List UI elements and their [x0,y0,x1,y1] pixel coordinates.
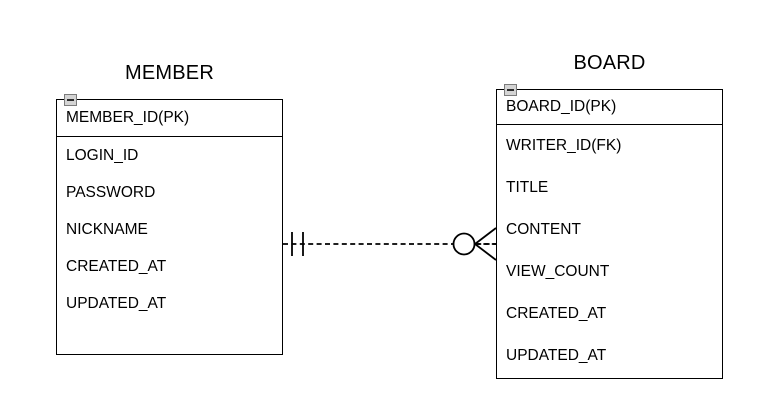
attribute-row[interactable]: TITLE [506,179,549,196]
entity-member-pk-label: MEMBER_ID(PK) [66,109,190,126]
crowsfoot-prong-lower [474,243,497,261]
entity-board-attributes: WRITER_ID(FK) TITLE CONTENT VIEW_COUNT C… [497,125,722,377]
crowsfoot-prong-upper [474,227,497,245]
attribute-row[interactable]: LOGIN_ID [66,146,139,164]
attribute-row[interactable]: PASSWORD [66,183,156,201]
cardinality-one-and-only-one [291,232,304,256]
attribute-row[interactable]: VIEW_COUNT [506,263,610,280]
collapse-minus-icon[interactable] [64,94,77,106]
cardinality-zero-or-many [452,227,497,261]
entity-box-board[interactable]: BOARD_ID(PK) WRITER_ID(FK) TITLE CONTENT… [496,84,723,379]
entity-title-member: MEMBER [125,62,214,84]
attribute-row[interactable]: CREATED_AT [66,257,167,275]
entity-board-pk-row[interactable]: BOARD_ID(PK) [497,84,722,125]
attribute-row[interactable]: NICKNAME [66,220,148,238]
entity-title-board: BOARD [573,52,646,74]
entity-member-attributes: LOGIN_ID PASSWORD NICKNAME CREATED_AT UP… [57,137,282,322]
attribute-row[interactable]: WRITER_ID(FK) [506,137,622,154]
optional-zero-circle [452,232,476,256]
attribute-row[interactable]: UPDATED_AT [66,294,167,312]
entity-box-member[interactable]: MEMBER_ID(PK) LOGIN_ID PASSWORD NICKNAME… [56,94,283,355]
collapse-minus-icon[interactable] [504,84,517,96]
attribute-row[interactable]: UPDATED_AT [506,347,607,364]
entity-member-pk-row[interactable]: MEMBER_ID(PK) [57,94,282,137]
entity-board-pk-label: BOARD_ID(PK) [506,98,617,115]
attribute-row[interactable]: CREATED_AT [506,305,607,322]
attribute-row[interactable]: CONTENT [506,221,581,238]
